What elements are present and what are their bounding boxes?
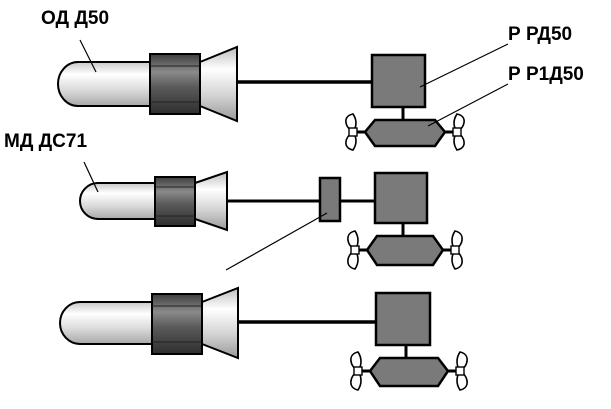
engine-nose-ring [59, 301, 81, 345]
reducer-box [373, 171, 429, 225]
row-1 [57, 45, 465, 151]
label-reverse-reducer: Р Р1Д50 [508, 64, 584, 85]
leader-main-engine [79, 39, 97, 73]
leader-aux-engine [83, 161, 99, 193]
reducer-box [370, 53, 427, 109]
reverse-gearbox [365, 234, 445, 267]
engine-bell [201, 286, 239, 360]
engine-nose-ring [79, 182, 99, 220]
engine-band [154, 176, 196, 227]
label-aux-engine: МД ДС71 [4, 131, 87, 152]
label-main-engine: ОД Д50 [41, 8, 109, 29]
leader-lines [79, 39, 509, 271]
propeller-left [345, 113, 365, 151]
propeller-right [443, 230, 463, 270]
propeller-left [347, 230, 367, 270]
reducer-box [374, 291, 432, 347]
row-3 [59, 286, 468, 391]
engine-bell [194, 170, 228, 232]
clutch-box [318, 176, 342, 223]
row-2 [79, 170, 463, 270]
engine-bell [199, 45, 238, 123]
engine-band [149, 53, 201, 115]
engine-row-3 [59, 286, 239, 360]
engine-row-1 [57, 45, 238, 123]
leader-reducer [419, 43, 509, 88]
propeller-right [448, 351, 468, 391]
engine-cylinder [59, 301, 153, 345]
propeller-left [350, 351, 370, 391]
engine-row-2 [79, 170, 228, 232]
leader-reverse-reducer [427, 83, 509, 127]
engine-band [151, 293, 203, 355]
reverse-gearbox [368, 356, 450, 388]
label-reducer: Р РД50 [508, 24, 572, 45]
leader-clutch [225, 212, 328, 271]
engine-nose-ring [57, 61, 79, 107]
engine-cylinder [57, 61, 151, 107]
engine-cylinder [79, 182, 156, 220]
propeller-right [445, 113, 465, 151]
